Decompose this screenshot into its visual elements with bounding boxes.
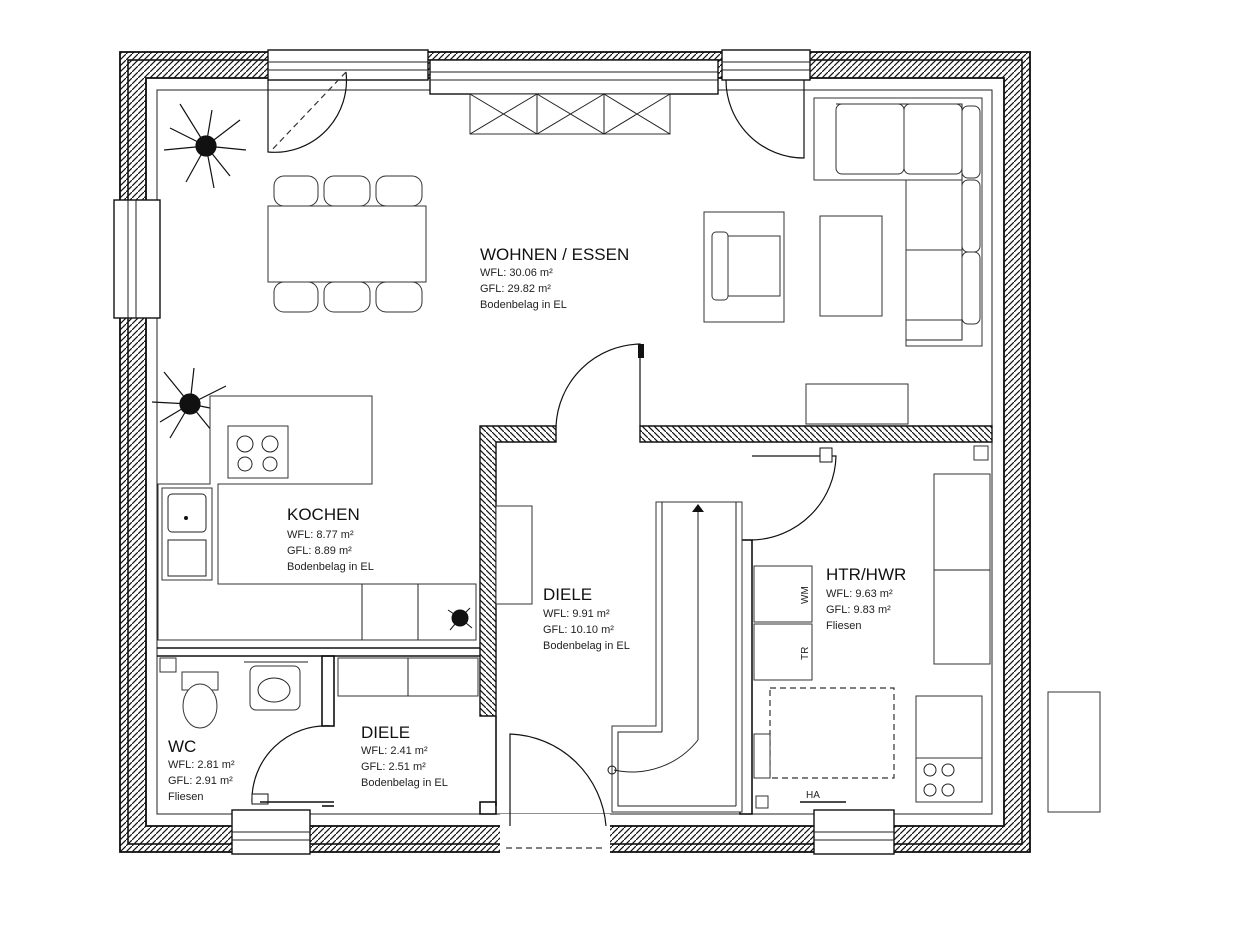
htr-cabinet [933, 473, 991, 665]
label-diele-small: DIELE WFL: 2.41 m² GFL: 2.51 m² Bodenbel… [361, 723, 448, 789]
svg-text:Bodenbelag in EL: Bodenbelag in EL [361, 777, 448, 789]
svg-text:Bodenbelag in EL: Bodenbelag in EL [480, 299, 567, 311]
svg-text:WC: WC [168, 737, 196, 756]
svg-text:WFL: 9.91 m²: WFL: 9.91 m² [543, 608, 610, 620]
label-htr: HTR/HWR WFL: 9.63 m² GFL: 9.83 m² Fliese… [826, 565, 906, 632]
sink [161, 487, 213, 581]
wardrobe [495, 505, 533, 605]
washbasin [244, 661, 308, 711]
svg-text:GFL: 2.51 m²: GFL: 2.51 m² [361, 761, 426, 773]
svg-text:WFL: 9.63 m²: WFL: 9.63 m² [826, 588, 893, 600]
svg-text:GFL: 2.91 m²: GFL: 2.91 m² [168, 775, 233, 787]
label-kochen: KOCHEN WFL: 8.77 m² GFL: 8.89 m² Bodenbe… [287, 505, 374, 573]
plant-small [447, 607, 473, 631]
washer-label: WM [800, 586, 811, 604]
shelf-unit [469, 93, 671, 135]
label-wohnen: WOHNEN / ESSEN WFL: 30.06 m² GFL: 29.82 … [480, 245, 629, 311]
interior-walls [157, 425, 993, 815]
svg-text:DIELE: DIELE [361, 723, 410, 742]
connection-label: HA [806, 790, 820, 801]
svg-text:Fliesen: Fliesen [826, 620, 861, 632]
svg-text:Bodenbelag in EL: Bodenbelag in EL [287, 561, 374, 573]
label-diele-main: DIELE WFL: 9.91 m² GFL: 10.10 m² Bodenbe… [543, 585, 630, 652]
sideboard [805, 383, 909, 425]
svg-text:WFL: 8.77 m²: WFL: 8.77 m² [287, 529, 354, 541]
svg-text:DIELE: DIELE [543, 585, 592, 604]
doors [251, 71, 837, 827]
toilet [181, 671, 219, 729]
windows [113, 49, 895, 855]
svg-text:Fliesen: Fliesen [168, 791, 203, 803]
svg-text:KOCHEN: KOCHEN [287, 505, 360, 524]
sofa [813, 97, 983, 347]
wc-duct [159, 657, 177, 673]
heating-unit [769, 687, 895, 779]
svg-text:GFL: 10.10 m²: GFL: 10.10 m² [543, 624, 614, 636]
cooktop [227, 425, 289, 479]
svg-text:WOHNEN / ESSEN: WOHNEN / ESSEN [480, 245, 629, 264]
svg-text:WFL: 2.41 m²: WFL: 2.41 m² [361, 745, 428, 757]
plant-top [163, 103, 247, 189]
armchair [703, 211, 785, 323]
diele-cabinet [337, 657, 479, 697]
svg-text:HTR/HWR: HTR/HWR [826, 565, 906, 584]
label-wc: WC WFL: 2.81 m² GFL: 2.91 m² Fliesen [168, 737, 235, 803]
staircase [607, 501, 743, 813]
svg-text:WFL: 2.81 m²: WFL: 2.81 m² [168, 759, 235, 771]
svg-text:GFL: 29.82 m²: GFL: 29.82 m² [480, 283, 551, 295]
dining-table [267, 175, 427, 313]
coffee-table [819, 215, 883, 317]
svg-text:WFL: 30.06 m²: WFL: 30.06 m² [480, 267, 553, 279]
svg-text:GFL: 9.83 m²: GFL: 9.83 m² [826, 604, 891, 616]
external-box [1047, 691, 1101, 813]
dryer-label: TR [800, 647, 811, 660]
storage-tank [915, 695, 983, 803]
meter-panel [753, 733, 771, 779]
svg-text:GFL: 8.89 m²: GFL: 8.89 m² [287, 545, 352, 557]
washer-dryer [753, 565, 813, 681]
svg-text:Bodenbelag in EL: Bodenbelag in EL [543, 640, 630, 652]
